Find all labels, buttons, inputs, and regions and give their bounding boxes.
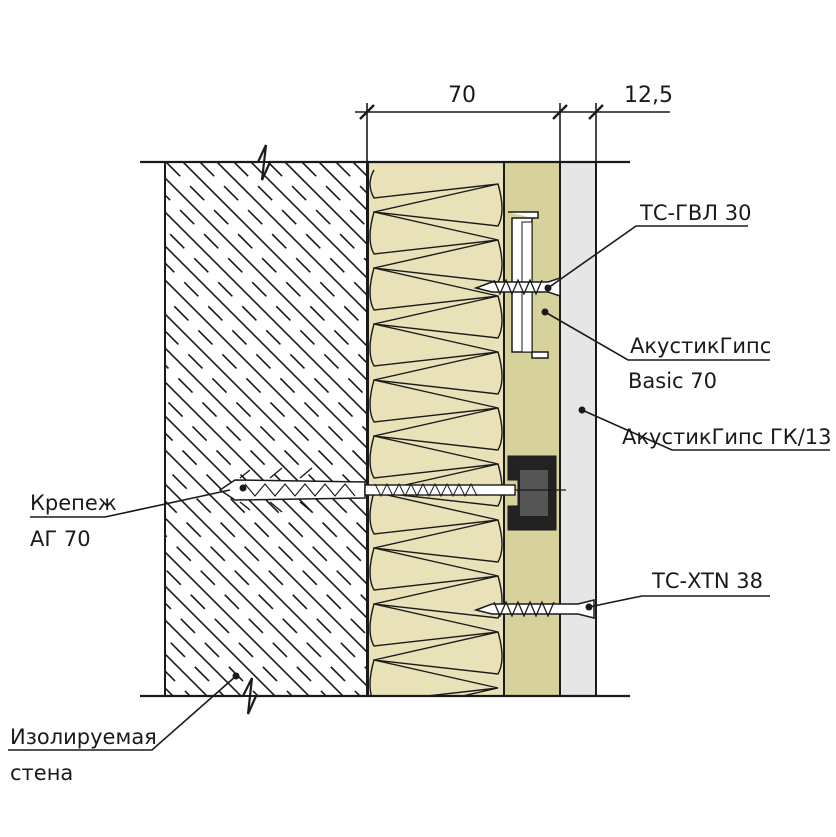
isolated-wall [164,161,368,697]
leader-lines [8,225,830,751]
mineral-wool-layer [367,161,505,697]
screw-tc-xtn [473,599,595,619]
anchor-fastener [218,455,566,531]
label-wall-line2: стена [10,761,73,785]
dimension-70: 70 [448,83,476,108]
label-krepezh-line2: АГ 70 [30,527,91,551]
leader-dots [232,284,593,680]
dimension-line [355,103,670,162]
label-tc-gvl: ТС-ГВЛ 30 [639,201,751,225]
label-wall-line1: Изолируемая [10,725,157,749]
label-akustik-basic-line1: АкустикГипс [630,334,771,358]
section-edges [140,144,630,715]
label-akustik-basic-line2: Basic 70 [628,369,717,393]
dimension-12-5: 12,5 [624,83,673,108]
label-akustik-gkl: АкустикГипс ГК/13 [622,425,832,449]
label-tc-xtn: ТС-XTN 38 [651,569,763,593]
label-krepezh-line1: Крепеж [30,491,117,515]
screw-tc-gvl [473,276,561,298]
